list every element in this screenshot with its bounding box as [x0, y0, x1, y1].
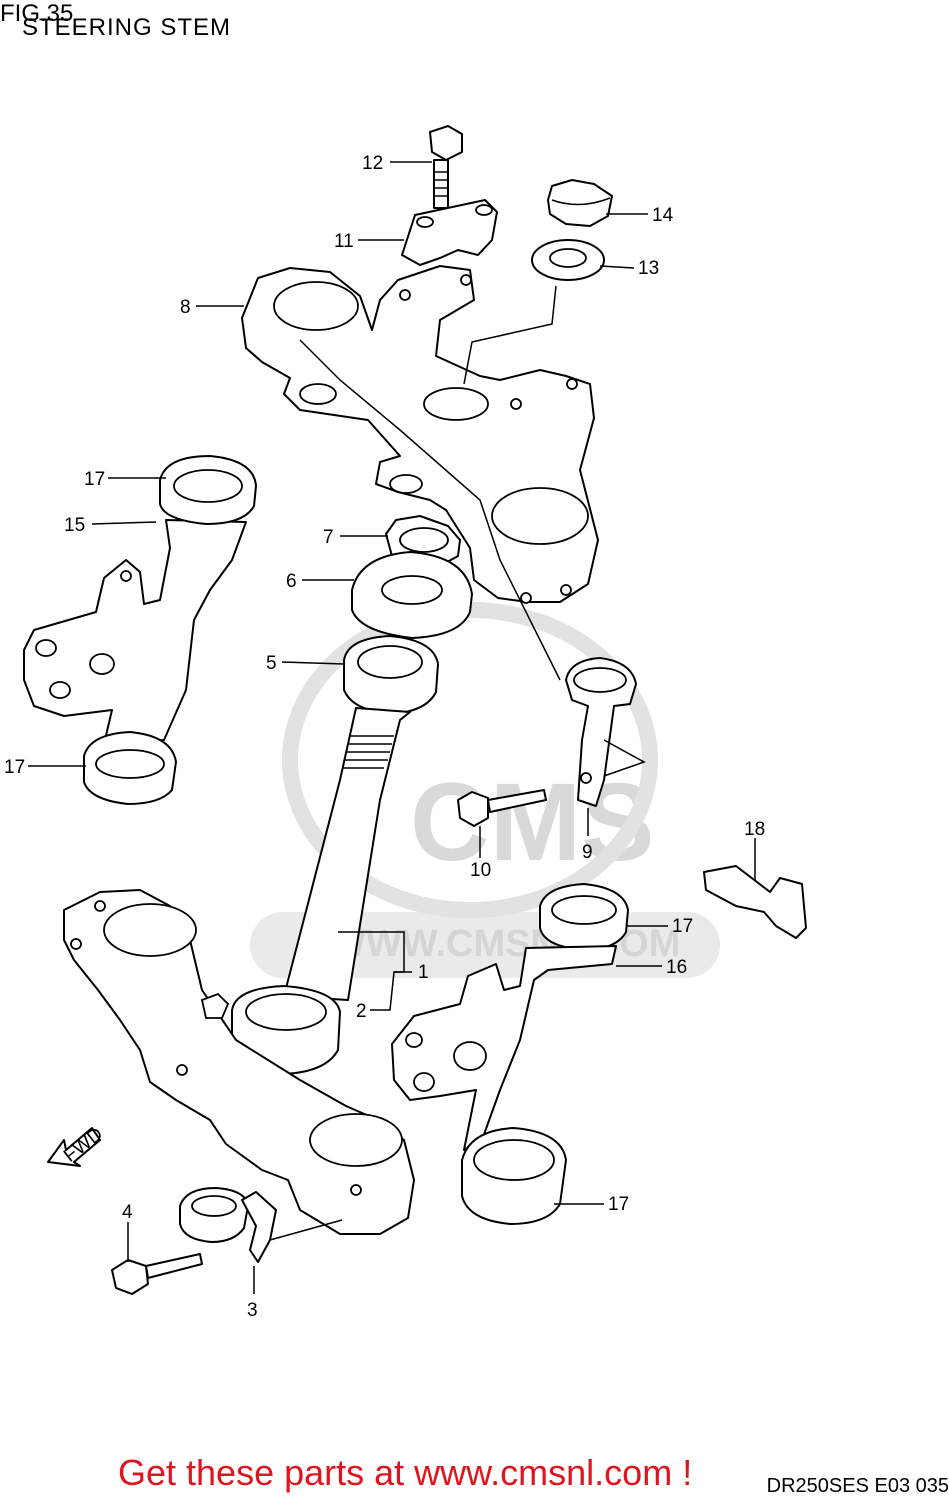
callout-9: 9 — [582, 842, 593, 863]
figure-title: STEERING STEM — [22, 14, 232, 41]
callout-14: 14 — [652, 205, 674, 226]
brake-hose-clamp-3 — [179, 1187, 277, 1263]
callout-10: 10 — [470, 860, 491, 881]
grommet-17-right-lower — [461, 1127, 567, 1225]
ignition-lock-18 — [703, 865, 807, 939]
fwd-label: FWD — [60, 1124, 107, 1167]
callout-2: 2 — [356, 1001, 367, 1022]
brake-hose-guide-15 — [23, 519, 247, 745]
handlebar-holder-11 — [401, 199, 498, 266]
callout-1: 1 — [418, 962, 429, 983]
watermark: WWW.CMSNL.COM CMS — [250, 602, 720, 978]
callout-4: 4 — [122, 1202, 133, 1223]
grommet-17-upper-left — [159, 455, 257, 525]
upper-bracket-8 — [241, 265, 599, 681]
bearing-5 — [343, 635, 439, 715]
grommet-17-lower-left — [83, 731, 177, 805]
callout-16: 16 — [666, 957, 687, 978]
callout-8: 8 — [180, 297, 191, 318]
callout-17-upper-left: 17 — [84, 469, 105, 490]
callout-5: 5 — [266, 653, 277, 674]
callout-17-right-upper: 17 — [672, 916, 693, 937]
callout-18: 18 — [744, 819, 765, 840]
bearing-2 — [231, 985, 341, 1075]
callout-12: 12 — [362, 153, 383, 174]
washer-6 — [351, 551, 473, 639]
watermark-brand: CMS — [410, 761, 654, 884]
stem-nut-7 — [385, 515, 461, 567]
leader-lines — [28, 161, 756, 1294]
callout-3: 3 — [247, 1300, 258, 1321]
forward-arrow-icon: FWD — [47, 1124, 107, 1167]
bolt-12 — [429, 125, 463, 209]
brake-hose-guide-16 — [391, 945, 617, 1151]
promo-link[interactable]: Get these parts at www.cmsnl.com ! — [118, 1452, 693, 1493]
callout-7: 7 — [323, 527, 334, 548]
bolt-10 — [457, 789, 547, 827]
bolt-4 — [111, 1253, 203, 1295]
grommet-17-right-upper — [539, 883, 629, 951]
washer-13 — [531, 239, 605, 281]
watermark-url: WWW.CMSNL.COM — [330, 923, 680, 965]
figure-number: FIG.35 — [0, 0, 74, 27]
cap-nut-14 — [547, 179, 613, 227]
callout-17-right-lower: 17 — [608, 1194, 629, 1215]
steering-stem-1 — [283, 707, 411, 1001]
callout-15: 15 — [64, 515, 85, 536]
callout-6: 6 — [286, 571, 297, 592]
callout-11: 11 — [334, 231, 354, 252]
lower-bracket — [63, 889, 415, 1235]
callout-13: 13 — [638, 258, 659, 279]
brake-hose-guide-9 — [565, 657, 637, 807]
callout-17-lower-left: 17 — [4, 757, 25, 778]
callout-labels: 12 11 8 14 13 17 15 17 7 6 5 1 2 9 10 18… — [4, 153, 765, 1321]
diagram-code: DR250SES E03 035 — [766, 1475, 949, 1497]
